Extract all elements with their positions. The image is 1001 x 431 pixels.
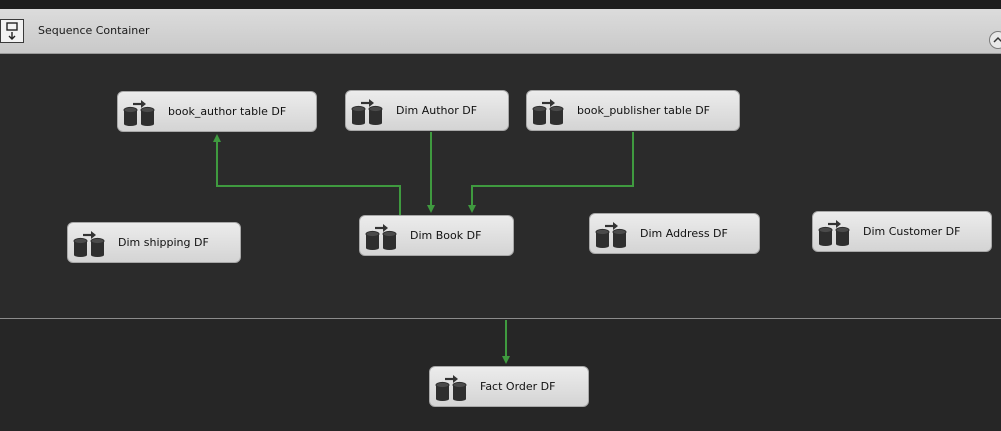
data-flow-task-icon	[351, 97, 385, 125]
data-flow-task-icon	[365, 222, 399, 250]
task-dim-customer-df[interactable]: Dim Customer DF	[812, 211, 992, 252]
data-flow-task-icon	[123, 98, 157, 126]
constraint-book-publisher-to-dim-book[interactable]	[468, 132, 634, 213]
task-label: Dim Book DF	[410, 229, 482, 242]
data-flow-task-icon	[818, 218, 852, 246]
task-dim-author-df[interactable]: Dim Author DF	[345, 90, 509, 131]
task-label: Dim Customer DF	[863, 225, 961, 238]
task-label: book_author table DF	[168, 105, 287, 118]
collapse-chevron-icon[interactable]	[989, 31, 1001, 49]
sequence-container-icon	[0, 19, 24, 43]
task-fact-order-df[interactable]: Fact Order DF	[429, 366, 589, 407]
task-dim-book-df[interactable]: Dim Book DF	[359, 215, 514, 256]
task-book-publisher-table-df[interactable]: book_publisher table DF	[526, 90, 740, 131]
task-label: Dim Address DF	[640, 227, 728, 240]
data-flow-task-icon	[595, 220, 629, 248]
task-label: Fact Order DF	[480, 380, 556, 393]
sequence-container-title: Sequence Container	[38, 24, 150, 37]
data-flow-task-icon	[532, 97, 566, 125]
task-label: book_publisher table DF	[577, 104, 711, 117]
task-label: Dim shipping DF	[118, 236, 209, 249]
data-flow-task-icon	[73, 229, 107, 257]
constraint-dim-book-to-book-author[interactable]	[213, 134, 401, 215]
task-label: Dim Author DF	[396, 104, 478, 117]
canvas-top-strip	[0, 0, 1001, 9]
task-dim-address-df[interactable]: Dim Address DF	[589, 213, 760, 254]
sequence-container[interactable]: Sequence Container	[0, 9, 1001, 319]
task-dim-shipping-df[interactable]: Dim shipping DF	[67, 222, 241, 263]
data-flow-task-icon	[435, 373, 469, 401]
sequence-container-header[interactable]: Sequence Container	[0, 9, 1001, 54]
task-book-author-table-df[interactable]: book_author table DF	[117, 91, 317, 132]
